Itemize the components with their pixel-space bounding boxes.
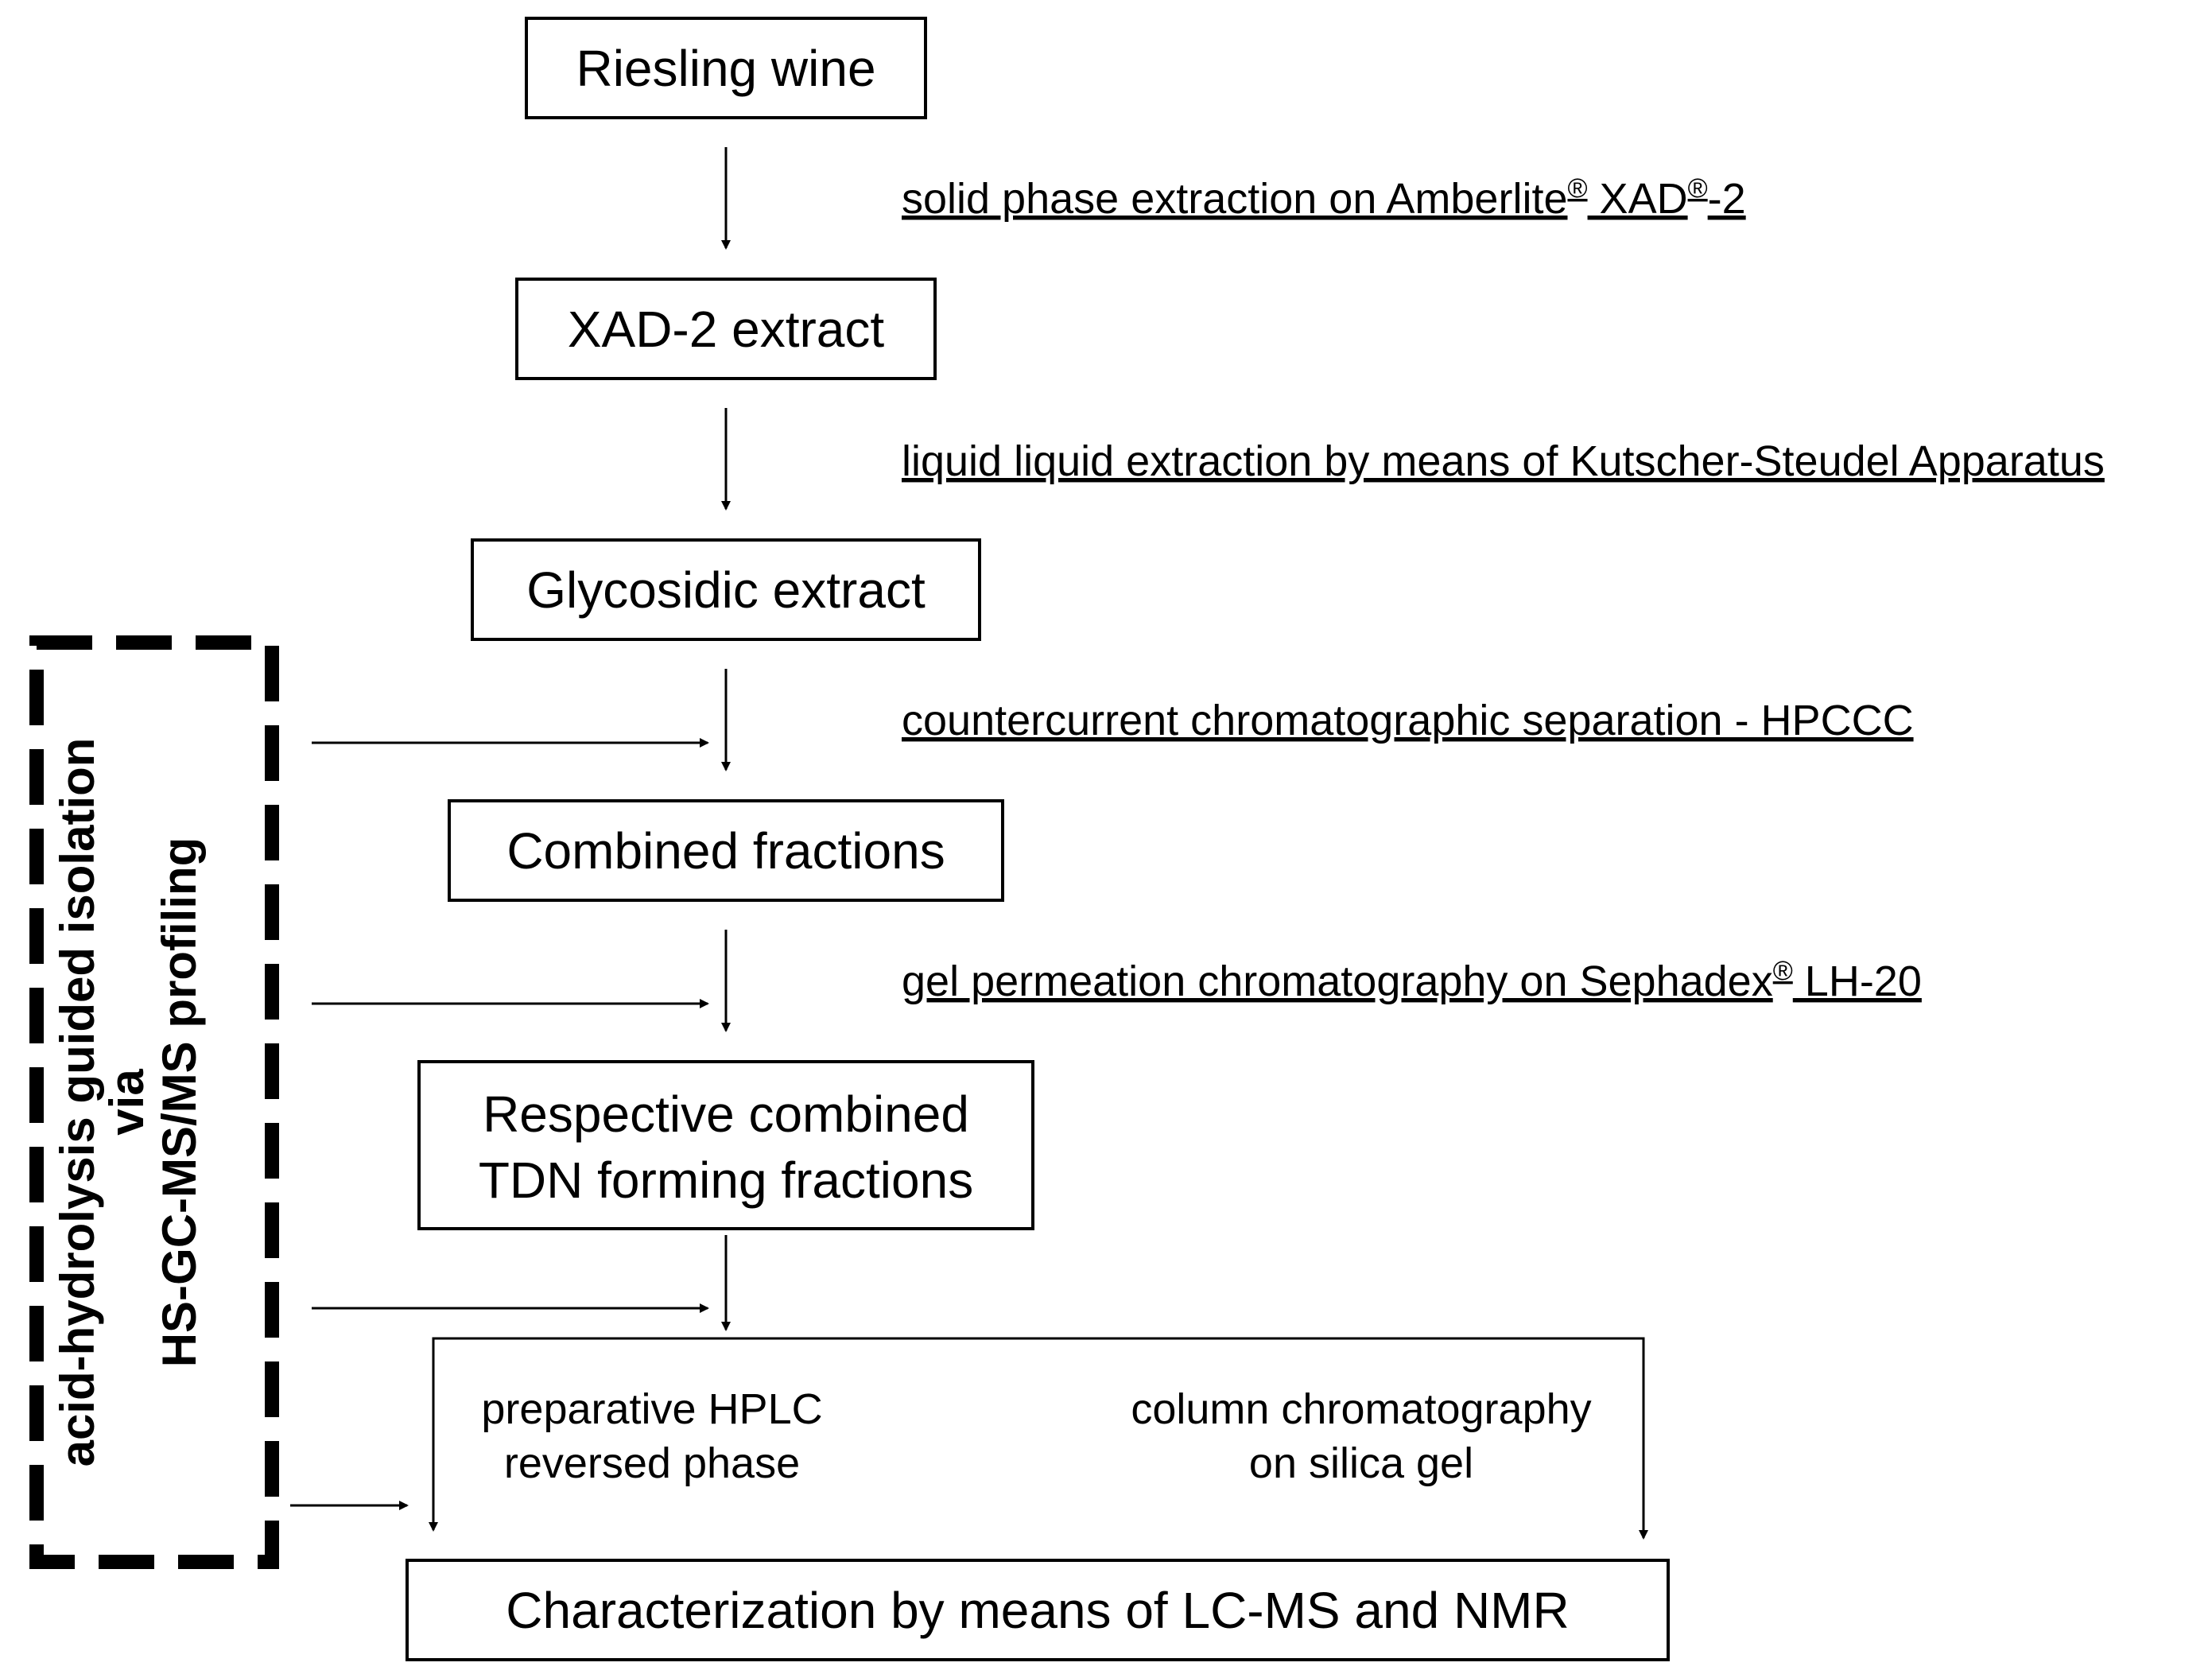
step-gpc-sup: ®	[1773, 956, 1793, 986]
step-spe-sup1: ®	[1567, 173, 1587, 204]
box-glycosidic-extract-label: Glycosidic extract	[526, 561, 926, 619]
box-glycosidic-extract: Glycosidic extract	[471, 538, 981, 641]
step-countercurrent-separation: countercurrent chromatographic separatio…	[902, 697, 1914, 744]
side-label-line3: HS-GC-MS/MS profiling	[153, 837, 206, 1368]
branch-connector	[432, 1337, 1645, 1530]
step-spe-sup2: ®	[1688, 173, 1708, 204]
step-gel-permeation: gel permeation chromatography on Sephade…	[902, 956, 1922, 1005]
box-characterization: Characterization by means of LC-MS and N…	[406, 1559, 1670, 1661]
box-respective-fractions: Respective combined TDN forming fraction…	[417, 1060, 1034, 1230]
box-riesling-wine: Riesling wine	[525, 17, 927, 119]
box-respective-line2: TDN forming fractions	[479, 1152, 973, 1209]
box-xad2-extract: XAD-2 extract	[515, 278, 937, 380]
branch-right-line1: column chromatography	[1131, 1385, 1591, 1433]
step-gpc-pre: gel permeation chromatography on Sephade…	[902, 957, 1773, 1005]
branch-left-line1: preparative HPLC	[481, 1385, 822, 1433]
dashed-profiling-box	[29, 635, 279, 1569]
box-characterization-label: Characterization by means of LC-MS and N…	[506, 1582, 1569, 1639]
side-label-line1: acid-hydrolysis guided isolation	[51, 738, 104, 1467]
side-label: acid-hydrolysis guided isolation via HS-…	[51, 738, 206, 1467]
side-label-line2: via	[100, 1069, 153, 1136]
step-spe-pre: solid phase extraction on Amberlite	[902, 175, 1567, 223]
box-xad2-extract-label: XAD-2 extract	[568, 301, 885, 358]
box-combined-fractions-label: Combined fractions	[506, 822, 945, 880]
step-spe-post: -2	[1708, 175, 1746, 223]
box-respective-line1: Respective combined	[483, 1086, 969, 1143]
box-riesling-wine-label: Riesling wine	[576, 40, 875, 97]
step-gpc-post: LH-20	[1793, 957, 1922, 1005]
step-solid-phase-extraction: solid phase extraction on Amberlite® XAD…	[902, 173, 1746, 223]
step-spe-mid: XAD	[1588, 175, 1688, 223]
box-combined-fractions: Combined fractions	[448, 799, 1004, 902]
step-liquid-liquid-extraction: liquid liquid extraction by means of Kut…	[902, 437, 2105, 485]
branch-left-line2: reversed phase	[504, 1439, 800, 1487]
branch-right-line2: on silica gel	[1249, 1439, 1473, 1487]
